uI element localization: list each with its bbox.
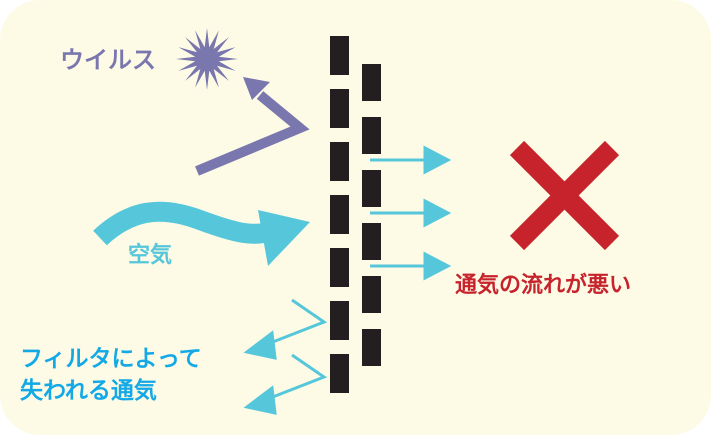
filter-bar: [362, 170, 381, 207]
air-label: 空気: [128, 242, 172, 268]
bad-flow-label: 通気の流れが悪い: [455, 272, 631, 298]
weak-flow-arrows: [370, 145, 452, 281]
filter-bar: [330, 354, 349, 393]
air-wave-arrow: [93, 201, 310, 266]
filter: [330, 36, 381, 393]
filter-bar: [362, 329, 381, 366]
lost-airflow-label-line1: フィルタによって: [20, 346, 202, 372]
virus-starburst-icon: [176, 28, 238, 90]
filter-bar: [330, 248, 349, 287]
virus-label: ウイルス: [60, 46, 156, 74]
filter-bar: [362, 276, 381, 313]
filter-bar: [330, 36, 349, 75]
filter-bar: [330, 142, 349, 181]
filter-bar: [330, 301, 349, 340]
filter-bar: [362, 64, 381, 101]
filter-bar: [330, 89, 349, 128]
lost-airflow-arrows: [243, 298, 328, 415]
filter-bar: [362, 223, 381, 260]
lost-airflow-label-line2: 失われる通気: [20, 377, 157, 404]
filter-bar: [330, 195, 349, 234]
cross-mark-icon: [509, 140, 620, 251]
virus-deflect-arrow: [195, 77, 310, 176]
filter-bar: [362, 117, 381, 154]
